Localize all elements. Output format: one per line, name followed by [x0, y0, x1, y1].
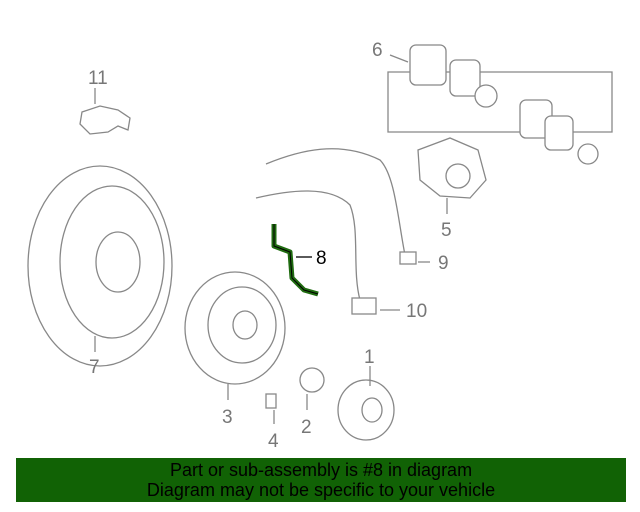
part-1-hub[interactable]: [337, 366, 395, 441]
part-11-bracket[interactable]: [79, 88, 131, 135]
callout-5[interactable]: 5: [441, 220, 452, 241]
banner-line-1: Part or sub-assembly is #8 in diagram: [169, 460, 473, 480]
banner-line-2: Diagram may not be specific to your vehi…: [146, 480, 496, 500]
part-info-banner: Part or sub-assembly is #8 in diagram Di…: [16, 458, 626, 502]
part-4-bolt[interactable]: [265, 393, 277, 424]
callout-1[interactable]: 1: [364, 347, 375, 368]
part-7-backing-plate[interactable]: [27, 165, 173, 367]
callout-10[interactable]: 10: [406, 301, 427, 322]
callout-7[interactable]: 7: [89, 357, 100, 378]
part-9-10-sensor-wires[interactable]: [255, 148, 430, 315]
callout-3[interactable]: 3: [222, 407, 233, 428]
part-2-snap-ring[interactable]: [299, 367, 325, 410]
callout-4[interactable]: 4: [268, 431, 279, 452]
part-5-caliper[interactable]: [417, 137, 487, 214]
part-8-brake-hose[interactable]: [271, 224, 319, 297]
callout-11[interactable]: 11: [88, 68, 108, 89]
callout-8[interactable]: 8: [316, 248, 327, 269]
part-3-rotor[interactable]: [184, 271, 286, 400]
callout-2[interactable]: 2: [301, 417, 312, 438]
callout-6[interactable]: 6: [372, 40, 383, 61]
callout-9[interactable]: 9: [438, 253, 449, 274]
part-6-brake-pads[interactable]: [387, 44, 613, 165]
